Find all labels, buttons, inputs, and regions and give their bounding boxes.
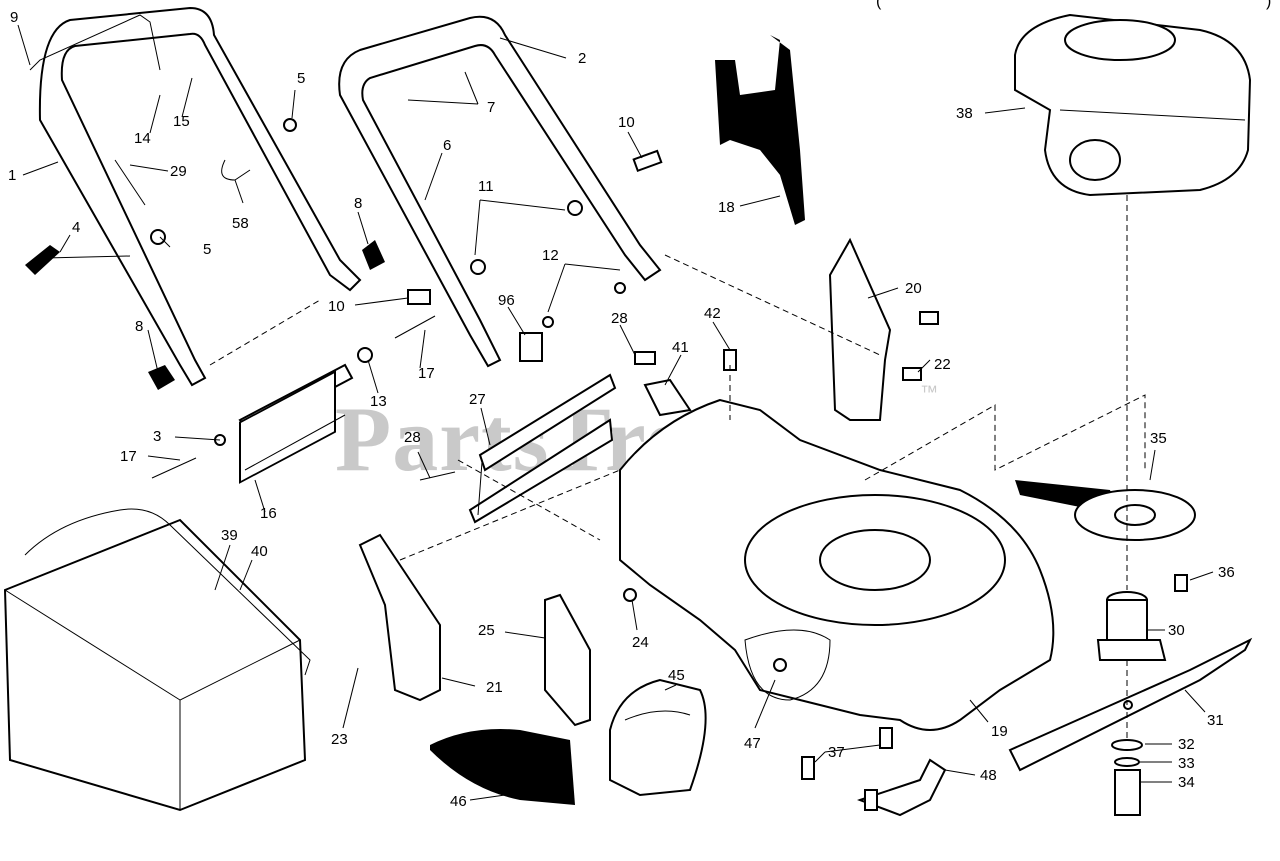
part-blade-adapter (1096, 591, 1167, 661)
callout-46: 46 (450, 793, 467, 810)
part-bracket-18 (715, 35, 805, 225)
part-baffle (1015, 480, 1196, 541)
callout-1: 1 (8, 167, 16, 184)
part-grass-bag (3, 508, 311, 812)
callout-24: 24 (632, 634, 649, 651)
callout-5b: 5 (203, 241, 211, 258)
part-engine (1014, 13, 1252, 197)
callout-2: 2 (578, 50, 586, 67)
callout-3: 3 (153, 428, 161, 445)
callout-19: 19 (991, 723, 1008, 740)
callout-96: 96 (498, 292, 515, 309)
callout-7: 7 (487, 99, 495, 116)
leader-lines (17, 24, 1214, 801)
callout-6: 6 (443, 137, 451, 154)
callout-25: 25 (478, 622, 495, 639)
callout-41: 41 (672, 339, 689, 356)
callout-23: 23 (331, 731, 348, 748)
watermark-trademark: ™ (920, 382, 938, 402)
callout-8b: 8 (135, 318, 143, 335)
callout-4: 4 (72, 219, 80, 236)
callout-30: 30 (1168, 622, 1185, 639)
part-upper-handle (338, 15, 662, 368)
part-rear-flap-27 (468, 373, 617, 524)
part-knob-4 (25, 245, 131, 275)
part-blade (1008, 637, 1253, 772)
callout-10a: 10 (618, 114, 635, 131)
callout-8a: 8 (354, 195, 362, 212)
callout-58: 58 (232, 215, 249, 232)
callout-36: 36 (1218, 564, 1235, 581)
part-knob-8-right (362, 240, 385, 270)
callout-48: 48 (980, 767, 997, 784)
callout-31: 31 (1207, 712, 1224, 729)
callout-42: 42 (704, 305, 721, 322)
callout-18: 18 (718, 199, 735, 216)
callout-20: 20 (905, 280, 922, 297)
top-edge-fragment-right: ) (1266, 0, 1271, 10)
callout-28a: 28 (611, 310, 628, 327)
callout-29: 29 (170, 163, 187, 180)
callout-39: 39 (221, 527, 238, 544)
part-deck (619, 398, 1055, 731)
top-edge-fragment-left: ( (876, 0, 882, 10)
part-block-41 (643, 378, 692, 417)
callout-47: 47 (744, 735, 761, 752)
callout-45: 45 (668, 667, 685, 684)
part-deflector-45 (609, 678, 707, 797)
callout-11: 11 (478, 178, 494, 195)
callout-34: 34 (1178, 774, 1195, 791)
callout-27: 27 (469, 391, 486, 408)
callout-13: 13 (370, 393, 387, 410)
callout-37: 37 (828, 744, 845, 761)
callout-9: 9 (10, 9, 18, 26)
callout-28b: 28 (404, 429, 421, 446)
callout-22: 22 (934, 356, 951, 373)
part-mulch-plug-46 (430, 729, 575, 805)
alignment-lines (209, 195, 1146, 740)
callout-21: 21 (486, 679, 503, 696)
callout-16: 16 (260, 505, 277, 522)
part-skirt-25 (544, 593, 591, 727)
callout-17b: 17 (418, 365, 435, 382)
callout-12: 12 (542, 247, 559, 264)
callout-15: 15 (173, 113, 190, 130)
callout-32: 32 (1178, 736, 1195, 753)
callout-35: 35 (1150, 430, 1167, 447)
part-lower-handle (29, 6, 362, 387)
callout-38: 38 (956, 105, 973, 122)
callout-5a: 5 (297, 70, 305, 87)
callout-10b: 10 (328, 298, 345, 315)
fasteners (114, 118, 1188, 816)
part-bracket-20 (828, 237, 892, 421)
callout-14: 14 (134, 130, 151, 147)
callout-17a: 17 (120, 448, 137, 465)
part-knob-8-left (148, 365, 175, 390)
part-rear-door-16 (238, 363, 354, 484)
part-bracket-21 (358, 533, 441, 702)
callout-33: 33 (1178, 755, 1195, 772)
callout-40: 40 (251, 543, 268, 560)
callout-labels: 1 2 3 4 5 5 6 7 8 8 9 10 10 11 12 13 14 … (8, 9, 1235, 810)
